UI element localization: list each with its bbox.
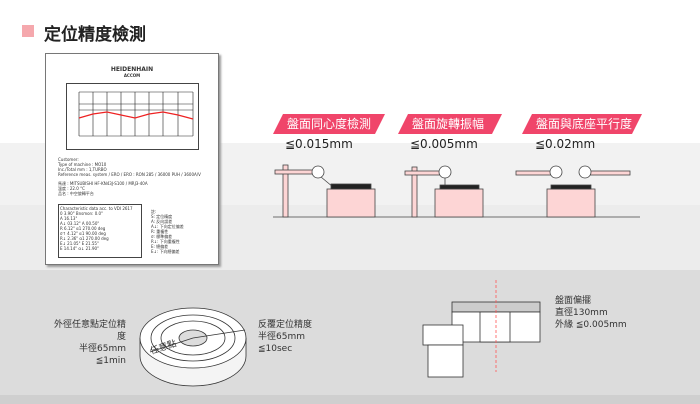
note: R↓: 下向重複性 bbox=[151, 239, 180, 244]
page-title: 定位精度檢測 bbox=[44, 25, 146, 45]
label: 半徑65mm bbox=[79, 344, 126, 354]
label: ≦1min bbox=[95, 356, 126, 366]
report-info-line: Inc./Total mm : 1,TURBO bbox=[58, 167, 107, 172]
spec-value-concentricity: ≦0.015mm bbox=[285, 137, 353, 151]
table-row: Characteristic data acc. to VDI 2617 bbox=[60, 206, 133, 211]
parallelism-diagram bbox=[515, 165, 640, 218]
report-info-line: Type of machine : MO10 bbox=[58, 162, 107, 167]
report-info-line: Reference meas. system / ERO / ERO : RON… bbox=[58, 172, 201, 177]
label: 外緣 ≦0.005mm bbox=[555, 320, 627, 330]
label: 半徑65mm bbox=[258, 332, 305, 342]
note: S: 定位精度 bbox=[151, 214, 173, 219]
note: R: 重複性 bbox=[151, 229, 169, 234]
note: A↓: 下向定位偏差 bbox=[151, 224, 184, 229]
spec-value-runout: ≦0.005mm bbox=[410, 137, 478, 151]
label: 直徑130mm bbox=[555, 308, 608, 318]
label: 外徑任意點定位精度 bbox=[53, 320, 126, 342]
label: 盤面偏擺 bbox=[555, 296, 592, 306]
report-notes: 註: S: 定位精度 A: 反向誤差 A↓: 下向定位偏差 R: 重複性 σ: … bbox=[151, 209, 184, 254]
disk-diagram bbox=[139, 307, 247, 387]
note: A: 反向誤差 bbox=[151, 219, 173, 224]
label: ≦10sec bbox=[258, 344, 293, 354]
spec-tag-parallelism: 盤面與底座平行度 bbox=[522, 114, 642, 134]
table-row: R 6.12" α1 270.00 deg bbox=[60, 226, 106, 231]
runout-cross-section bbox=[422, 280, 541, 378]
note: 註: bbox=[151, 209, 157, 214]
table-row: σ↑ 4.12" α1 90.00 deg bbox=[60, 231, 106, 236]
spec-tag-runout: 盤面旋轉振幅 bbox=[398, 114, 502, 134]
report-info-line: Customer: bbox=[58, 157, 79, 162]
runout-diagram bbox=[400, 165, 520, 218]
label: 反覆定位精度 bbox=[258, 320, 313, 330]
table-row: A↓ 03.12" A 00.50" bbox=[60, 221, 100, 226]
report-brand: HEIDENHAIN bbox=[110, 66, 154, 73]
accuracy-plot bbox=[66, 83, 199, 150]
plot-graph bbox=[78, 91, 194, 137]
table-row: E 14.14" α↓ 21.90" bbox=[60, 246, 99, 251]
test-report-document: HEIDENHAIN ACCOM Customer: Type of machi… bbox=[45, 53, 219, 265]
note: E↓: 下向總偏差 bbox=[151, 249, 180, 254]
concentricity-diagram bbox=[273, 164, 400, 218]
table-row: 0 3.90" Bnsmon: 0.0" bbox=[60, 211, 103, 216]
disk-left-labels: 外徑任意點定位精度 半徑65mm ≦1min bbox=[48, 319, 126, 367]
table-row: R↓ 2.36" α1 270.00 deg bbox=[60, 236, 109, 241]
characteristic-table: Characteristic data acc. to VDI 2617 0 3… bbox=[58, 204, 142, 258]
note: E: 總偏差 bbox=[151, 244, 169, 249]
note: σ: 標準偏差 bbox=[151, 234, 173, 239]
report-info-line: 馬達 : MITSUBISHI HF-KN43J-S100 / MRJ3-40A bbox=[58, 181, 148, 186]
report-info-line: 溫度 : 22.0 °C bbox=[58, 186, 85, 191]
spec-tag-concentricity: 盤面同心度檢測 bbox=[273, 114, 385, 134]
title-marker bbox=[22, 25, 34, 37]
table-row: A 16.13" bbox=[60, 216, 78, 221]
report-sub: ACCOM bbox=[123, 73, 141, 78]
disk-right-labels: 反覆定位精度 半徑65mm ≦10sec bbox=[258, 319, 312, 355]
report-info-line: 品名 : 中空旋轉平台 bbox=[58, 191, 94, 196]
table-row: E↓ 21.05" E 21.55" bbox=[60, 241, 99, 246]
spec-value-parallelism: ≦0.02mm bbox=[535, 137, 596, 151]
runout-labels: 盤面偏擺 直徑130mm 外緣 ≦0.005mm bbox=[555, 295, 627, 331]
